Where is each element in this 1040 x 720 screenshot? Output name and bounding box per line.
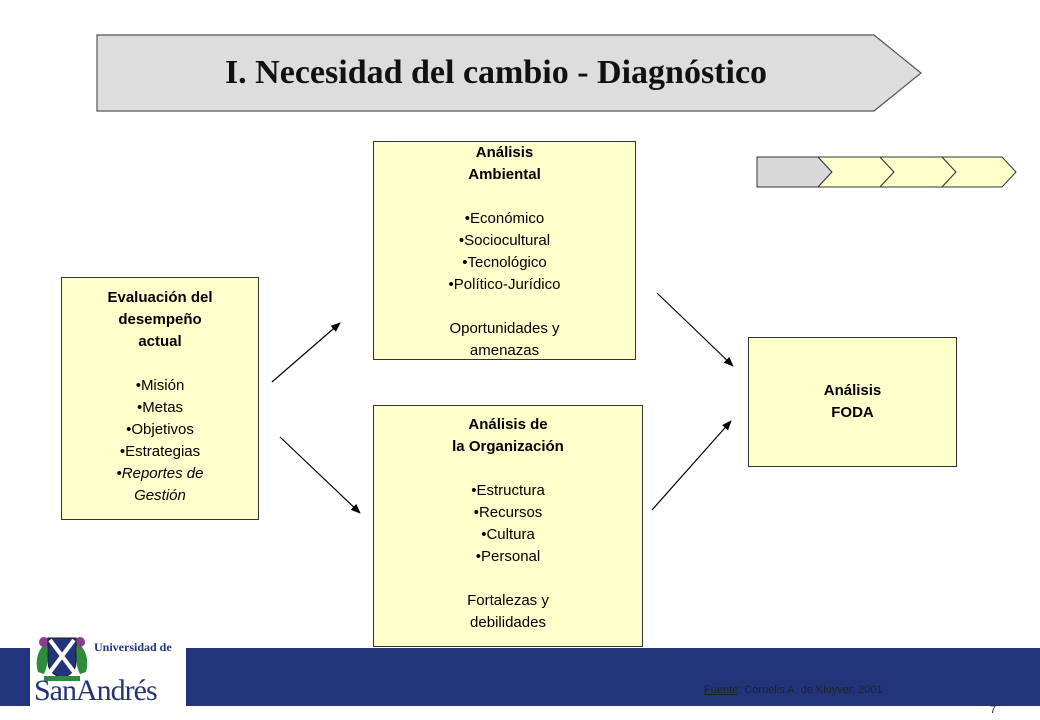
source-text: : Cornelis A. de Kluyver, 2001	[738, 684, 883, 696]
evaluacion-item-reportes: •Reportes de	[116, 465, 204, 482]
evaluacion-item-metas: •Metas	[136, 399, 184, 416]
ambiental-item-politico: •Político-Jurídico	[448, 276, 561, 293]
arrow-ambiental-to-foda	[656, 292, 734, 367]
chevron-step-1	[756, 156, 833, 188]
evaluacion-heading-1: Evaluación del	[107, 289, 213, 306]
box-analisis-ambiental: Análisis Ambiental •Económico •Sociocult…	[373, 141, 636, 360]
organizacion-heading-2: la Organización	[452, 438, 564, 455]
logo-line1: Universidad de	[94, 640, 172, 654]
foda-heading-2: FODA	[831, 404, 874, 421]
source-label: Fuente	[704, 684, 739, 696]
source-citation: Fuente: Cornelis A. de Kluyver, 2001	[704, 684, 883, 696]
page-title: I. Necesidad del cambio - Diagnóstico	[224, 54, 768, 91]
logo-line2: SanAndrés	[34, 674, 158, 707]
ambiental-item-sociocultural: •Sociocultural	[458, 232, 551, 249]
arrow-evaluacion-to-ambiental	[271, 322, 341, 383]
title-banner	[96, 34, 922, 112]
organizacion-item-personal: •Personal	[475, 548, 541, 565]
chevron-step-4	[940, 156, 1017, 188]
organizacion-footer-1: Fortalezas y	[467, 592, 549, 609]
ambiental-footer-1: Oportunidades y	[449, 320, 560, 337]
evaluacion-item-objetivos: •Objetivos	[126, 421, 194, 438]
organizacion-item-cultura: •Cultura	[481, 526, 535, 543]
arrow-evaluacion-to-organizacion	[279, 436, 361, 514]
evaluacion-item-mision: •Misión	[135, 377, 185, 394]
arrow-organizacion-to-foda	[651, 420, 732, 511]
progress-chevrons	[756, 156, 1017, 188]
evaluacion-heading-3: actual	[138, 333, 182, 350]
box-analisis-organizacion: Análisis de la Organización •Estructura …	[373, 405, 643, 647]
ambiental-item-economico: •Económico	[464, 210, 545, 227]
evaluacion-item-estrategias: •Estrategias	[119, 443, 201, 460]
ambiental-heading-2: Ambiental	[468, 166, 541, 183]
ambiental-footer-2: amenazas	[469, 342, 540, 359]
evaluacion-heading-2: desempeño	[118, 311, 202, 328]
foda-heading-1: Análisis	[823, 382, 882, 399]
organizacion-item-recursos: •Recursos	[473, 504, 543, 521]
ambiental-heading-1: Análisis	[475, 144, 534, 161]
organizacion-footer-2: debilidades	[470, 614, 546, 631]
box-evaluacion-desempeno: Evaluación del desempeño actual •Misión …	[61, 277, 259, 520]
organizacion-item-estructura: •Estructura	[471, 482, 545, 499]
ambiental-item-tecnologico: •Tecnológico	[462, 254, 547, 271]
university-logo: Universidad de SanAndrés	[30, 632, 186, 710]
box-analisis-foda: Análisis FODA	[748, 337, 957, 467]
crest-icon	[36, 637, 88, 681]
page-number: 7	[990, 704, 997, 716]
evaluacion-item-gestion: Gestión	[134, 487, 186, 504]
organizacion-heading-1: Análisis de	[468, 416, 548, 433]
